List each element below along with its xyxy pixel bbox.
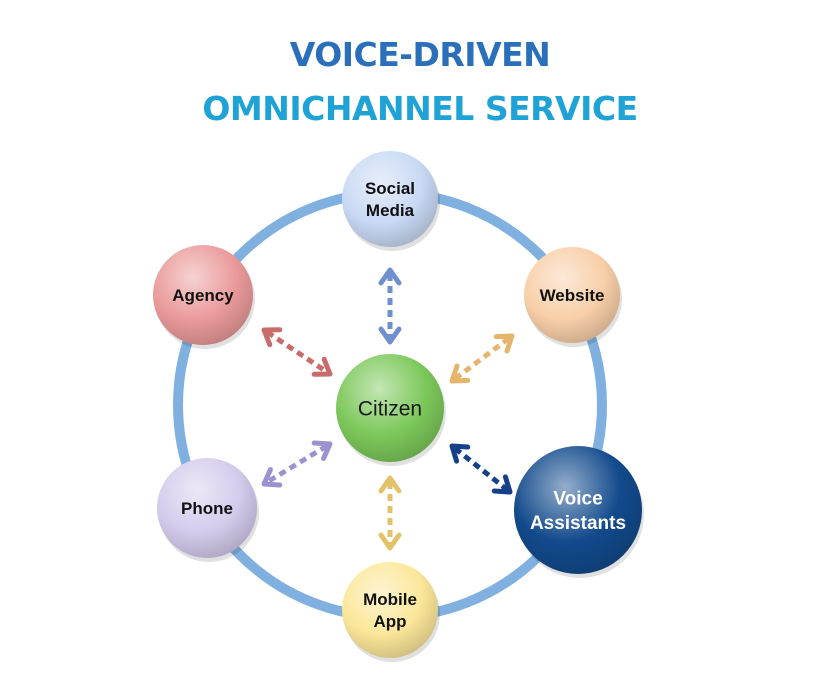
mobile-app-arrow-head-outer bbox=[378, 475, 402, 494]
mobile-app-label-line-2: App bbox=[373, 612, 406, 631]
social-media-label-line-1: Social bbox=[365, 179, 415, 198]
voice-assistants-arrow-head-outer bbox=[449, 443, 471, 464]
phone-arrow bbox=[261, 440, 333, 488]
mobile-app-arrow bbox=[378, 475, 402, 551]
citizen-label-line-1: Citizen bbox=[358, 397, 422, 420]
social-media-arrow-head-outer bbox=[378, 267, 402, 286]
voice-assistants-label-line-2: Assistants bbox=[530, 513, 626, 534]
voice-assistants-arrow bbox=[449, 443, 513, 495]
diagram-title: VOICE-DRIVEN OMNICHANNEL SERVICE bbox=[0, 28, 840, 136]
social-media-arrow bbox=[378, 267, 402, 345]
agency-arrow-head-outer bbox=[261, 327, 283, 348]
title-line-2: OMNICHANNEL SERVICE bbox=[202, 89, 638, 128]
website-label-line-1: Website bbox=[540, 286, 605, 305]
social-media-node-circle bbox=[342, 151, 438, 247]
website-arrow-shaft bbox=[453, 336, 511, 381]
website-arrow-head-inner bbox=[449, 363, 471, 384]
agency-arrow-shaft bbox=[265, 330, 329, 374]
voice-assistants-label-line-1: Voice bbox=[553, 488, 602, 509]
phone-arrow-shaft bbox=[266, 443, 328, 485]
voice-assistants-arrow-shaft bbox=[453, 446, 509, 492]
website-arrow bbox=[449, 333, 515, 384]
agency-arrow bbox=[261, 327, 333, 377]
phone-arrow-head-outer bbox=[311, 440, 333, 461]
agency-arrow-head-inner bbox=[311, 356, 333, 377]
agency-label-line-1: Agency bbox=[172, 286, 234, 305]
arrow-group bbox=[261, 267, 515, 551]
voice-assistants-node-circle bbox=[514, 446, 642, 574]
phone-node: Phone bbox=[157, 458, 259, 562]
phone-node-circle bbox=[157, 458, 257, 558]
citizen-node: Citizen bbox=[336, 354, 446, 466]
agency-node-circle bbox=[153, 245, 253, 345]
website-node-circle bbox=[524, 247, 620, 343]
agency-node: Agency bbox=[153, 245, 255, 349]
phone-label-line-1: Phone bbox=[181, 499, 233, 518]
mobile-app-node-circle bbox=[342, 562, 438, 658]
website-node: Website bbox=[524, 247, 622, 347]
mobile-app-label-line-1: Mobile bbox=[363, 590, 417, 609]
node-group: SocialMediaWebsiteVoiceAssistantsMobileA… bbox=[153, 151, 644, 662]
voice-assistants-arrow-head-inner bbox=[491, 474, 513, 495]
title-line-1: VOICE-DRIVEN bbox=[289, 35, 551, 74]
phone-arrow-head-inner bbox=[261, 467, 283, 488]
website-arrow-head-outer bbox=[493, 333, 515, 354]
citizen-node-circle bbox=[336, 354, 444, 462]
mobile-app-arrow-head-inner bbox=[378, 532, 402, 551]
social-media-arrow-head-inner bbox=[378, 326, 402, 345]
social-media-label-line-2: Media bbox=[366, 201, 415, 220]
